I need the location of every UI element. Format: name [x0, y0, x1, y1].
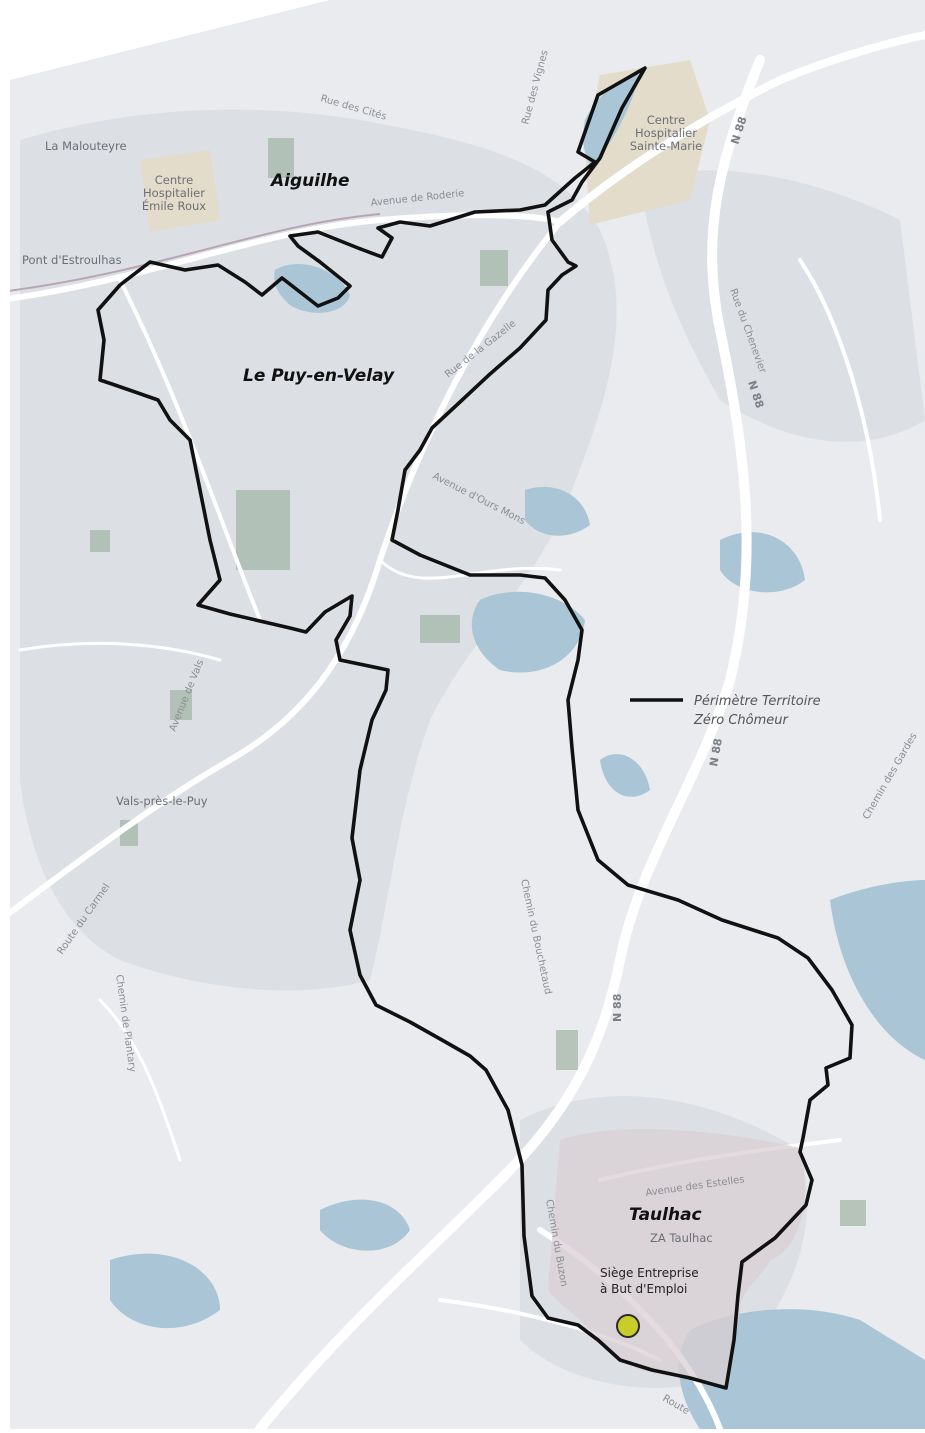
- svg-text:Siège Entreprise: Siège Entreprise: [600, 1266, 699, 1280]
- place-label-centre-hospitalier-emile-roux: Centre Hospitalier Émile Roux: [142, 173, 206, 213]
- town-label-taulhac: Taulhac: [629, 1205, 702, 1225]
- place-label-centre-hospitalier-sainte-marie: Centre Hospitalier Sainte-Marie: [630, 113, 703, 153]
- svg-text:Centre: Centre: [647, 113, 685, 127]
- svg-text:à But d'Emploi: à But d'Emploi: [600, 1282, 687, 1296]
- legend-text-line1: Périmètre Territoire: [694, 694, 821, 709]
- svg-text:Hospitalier: Hospitalier: [635, 126, 697, 140]
- svg-text:Hospitalier: Hospitalier: [143, 186, 205, 200]
- route-label-n88-center: N 88: [707, 737, 725, 767]
- legend: Périmètre Territoire Zéro Chômeur: [630, 694, 821, 728]
- hq-label: Siège Entreprise à But d'Emploi: [600, 1266, 699, 1296]
- taulhac-zone: [548, 1128, 805, 1385]
- town-label-aiguilhe: Aiguilhe: [269, 171, 350, 191]
- perimeter-line: [96, 66, 854, 1390]
- svg-text:Émile Roux: Émile Roux: [142, 198, 206, 213]
- town-label-le-puy-en-velay: Le Puy-en-Velay: [243, 366, 395, 386]
- legend-text-line2: Zéro Chômeur: [693, 713, 790, 728]
- place-label-pont-d-estroulhas: Pont d'Estroulhas: [22, 253, 122, 267]
- svg-text:Sainte-Marie: Sainte-Marie: [630, 139, 703, 153]
- route-label-n88-south: N 88: [611, 994, 624, 1022]
- hq-marker[interactable]: [616, 1314, 640, 1338]
- svg-text:Centre: Centre: [155, 173, 193, 187]
- place-label-vals-pres-le-puy: Vals-près-le-Puy: [116, 794, 208, 808]
- place-label-la-malouteyre: La Malouteyre: [45, 139, 127, 153]
- place-label-za-taulhac: ZA Taulhac: [650, 1231, 713, 1245]
